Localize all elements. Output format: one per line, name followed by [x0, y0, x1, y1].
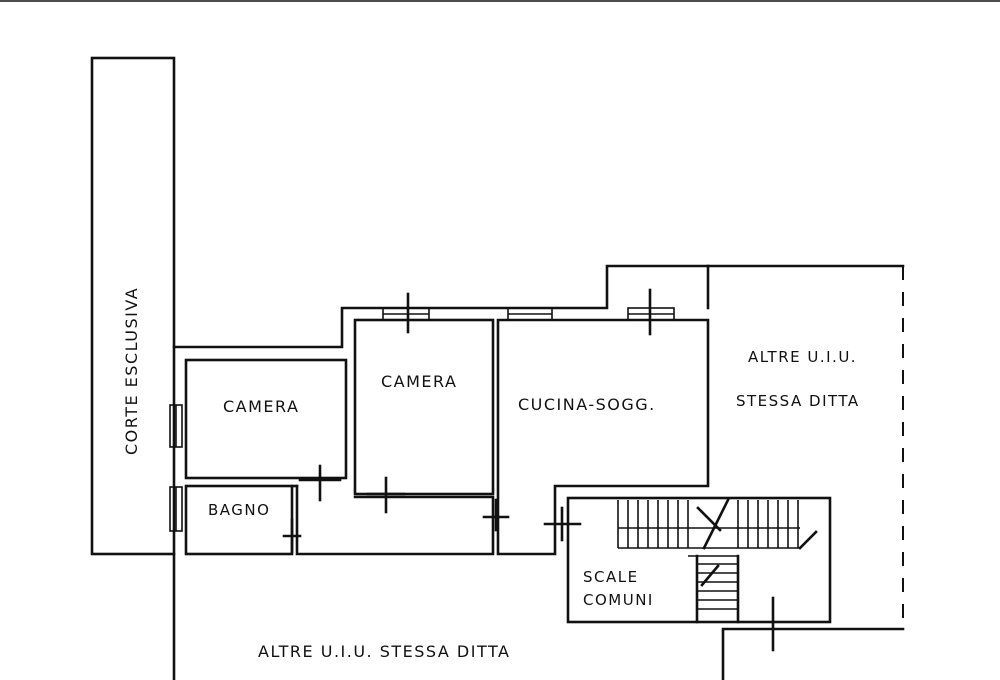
label-altre-right-2: STESSA DITTA	[736, 392, 860, 410]
stair-diag-1	[696, 506, 722, 532]
room-camera-left	[184, 358, 348, 480]
label-altre-bottom: ALTRE U.I.U. STESSA DITTA	[258, 642, 510, 661]
corridor	[295, 484, 495, 556]
label-corte-esclusiva: CORTE ESCLUSIVA	[122, 287, 141, 455]
label-camera-center: CAMERA	[381, 372, 457, 391]
stair-diag-2	[702, 498, 730, 550]
label-cucina-sogg: CUCINA-SOGG.	[518, 395, 656, 414]
stair-diag-4	[798, 530, 818, 550]
label-camera-left: CAMERA	[223, 397, 299, 416]
window-camera-left	[169, 404, 183, 448]
door-marks	[282, 288, 775, 652]
label-scale: SCALE	[583, 568, 639, 586]
label-altre-right-1: ALTRE U.I.U.	[748, 348, 857, 366]
window-camera-center	[382, 307, 430, 321]
bottom-right-wall	[721, 627, 905, 680]
window-bagno	[169, 486, 183, 532]
label-bagno: BAGNO	[208, 501, 270, 519]
label-comuni: COMUNI	[583, 591, 654, 609]
corte-esclusiva-area	[90, 56, 176, 556]
scale-comuni-block	[566, 496, 832, 624]
stair-treads-right	[737, 500, 799, 548]
room-bagno	[184, 484, 294, 556]
stair-treads-left	[617, 500, 689, 548]
room-camera-center	[353, 318, 495, 496]
stair-treads-down	[697, 563, 738, 610]
window-cucina-1	[507, 307, 553, 321]
apartment-outline	[172, 264, 905, 349]
room-cucina	[496, 318, 710, 556]
